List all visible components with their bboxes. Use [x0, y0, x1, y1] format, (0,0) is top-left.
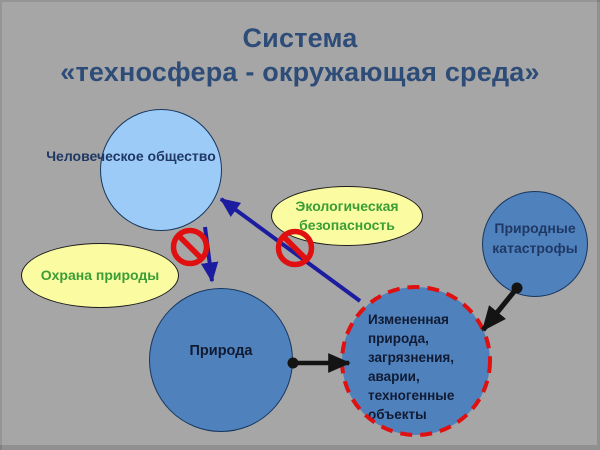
slide-title-line1: Система	[242, 23, 358, 53]
natural-catastrophes-line2: катастрофы	[492, 240, 578, 256]
changed-nature-line6: объекты	[368, 407, 427, 422]
slide-title-line2: «техносфера - окружающая среда»	[60, 57, 540, 87]
node-natural-catastrophes	[482, 191, 588, 297]
node-human-society	[100, 109, 222, 231]
node-nature	[149, 288, 293, 432]
eco-safety-label-line1: Экологическая	[295, 198, 399, 214]
natural-catastrophes-label: Природные катастрофы	[482, 218, 588, 258]
prohibition-icon-left	[170, 227, 210, 267]
arrow-human-to-nature	[200, 226, 219, 283]
natural-catastrophes-line1: Природные	[494, 220, 576, 236]
changed-nature-line2: природа,	[368, 331, 429, 346]
changed-nature-line1: Измененная	[368, 312, 449, 327]
node-eco-safety: Экологическая безопасность	[271, 186, 423, 246]
slide-title: Система «техносфера - окружающая среда»	[0, 21, 600, 89]
arrow-catastrophes-to-changed	[481, 286, 519, 332]
changed-nature-line4: аварии,	[368, 369, 420, 384]
nature-protection-label: Охрана природы	[40, 267, 160, 283]
changed-nature-label: Измененная природа, загрязнения, аварии,…	[368, 310, 486, 424]
changed-nature-line3: загрязнения,	[368, 350, 455, 365]
human-society-label: Человеческое общество	[46, 148, 216, 164]
node-nature-protection: Охрана природы	[21, 243, 179, 308]
changed-nature-line5: техногенные	[368, 388, 455, 403]
nature-label: Природа	[189, 343, 253, 359]
eco-safety-label-line2: безопасность	[299, 217, 395, 233]
